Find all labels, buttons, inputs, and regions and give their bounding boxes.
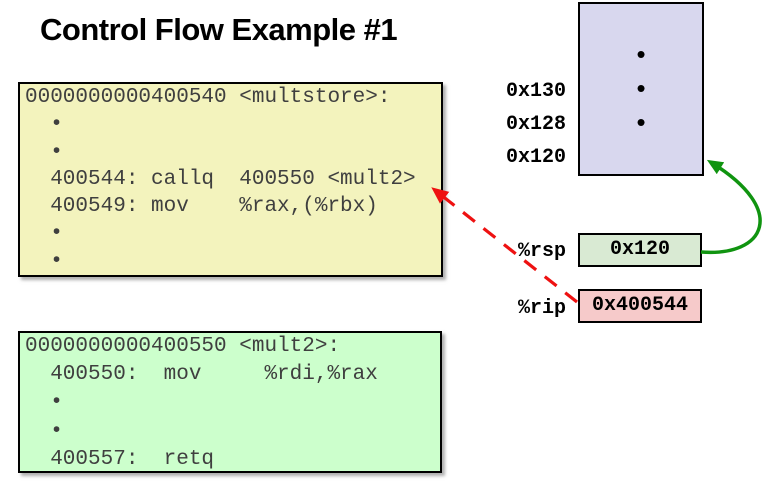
rsp-register-label: %rsp [517, 240, 566, 263]
code-line: • [25, 222, 63, 246]
rip-register-label: %rip [517, 297, 566, 320]
rip-value-box: 0x400544 [578, 289, 702, 323]
code-line: 400550: mov %rdi,%rax [25, 363, 378, 387]
slide-title: Control Flow Example #1 [40, 12, 398, 47]
code-line: 400557: retq [25, 447, 215, 471]
code-line: • [25, 249, 63, 273]
code-line: 400544: callq 400550 <mult2> [25, 167, 416, 191]
code-line: • [25, 391, 63, 415]
multstore-code-box: 0000000000400540 <multstore>: • • 400544… [18, 82, 443, 277]
stack-dot: • [636, 107, 646, 137]
mult2-code-box: 0000000000400550 <mult2>: 400550: mov %r… [18, 331, 442, 473]
code-line: • [25, 419, 63, 443]
code-line: 0000000000400550 <mult2>: [25, 335, 341, 358]
stack-addr-label-0x128: 0x128 [505, 113, 566, 136]
stack-addr-label-0x120: 0x120 [505, 146, 566, 169]
rsp-to-stack-arrow [700, 159, 762, 255]
rsp-value-box: 0x120 [578, 233, 702, 267]
stack-addr-label-0x130: 0x130 [505, 80, 566, 103]
code-line: • [25, 113, 63, 137]
stack-dot: • [636, 73, 646, 103]
code-line: • [25, 140, 63, 164]
code-line: 0000000000400540 <multstore>: [25, 86, 391, 109]
code-line: 400549: mov %rax,(%rbx) [25, 195, 378, 219]
stack-memory-box: • • • [578, 2, 704, 176]
stack-dot: • [636, 39, 646, 69]
